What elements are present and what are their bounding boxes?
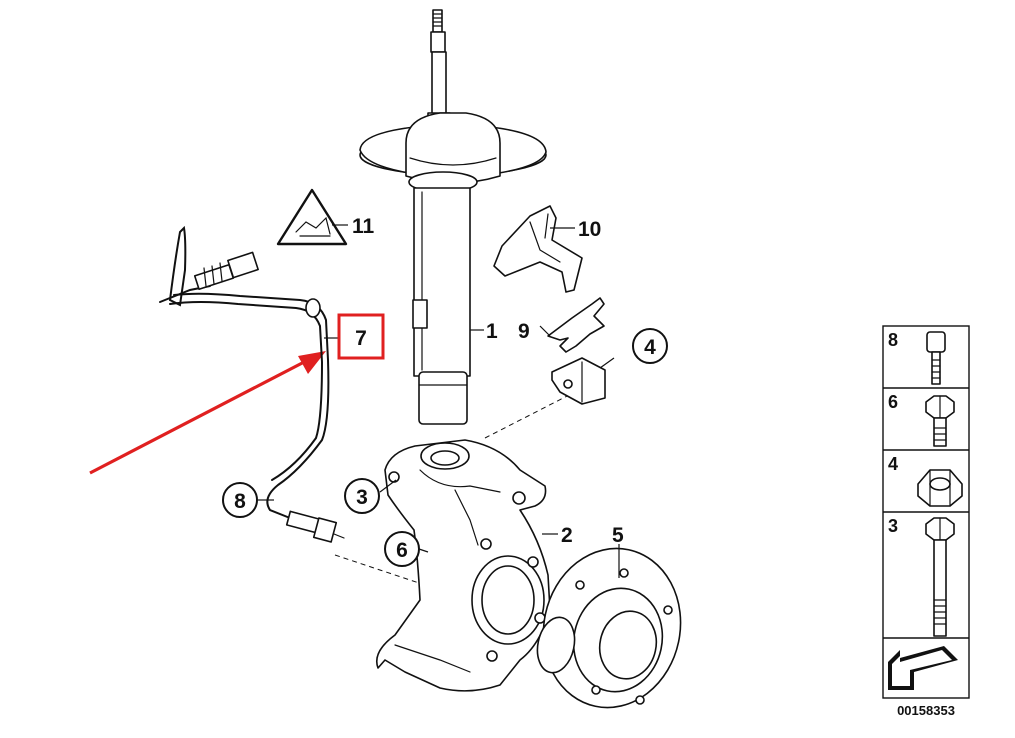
- callout-7-highlight-box: [337, 313, 385, 360]
- warning-label-triangle: [276, 188, 348, 246]
- clip-part-9: [547, 297, 605, 353]
- bracket-part-10: [493, 205, 583, 293]
- wheel-speed-sensor-cable: [159, 225, 345, 543]
- callout-8: 8: [234, 490, 246, 513]
- callout-9: 9: [518, 320, 530, 343]
- leader-lines: [258, 224, 620, 578]
- legend-label-6: 6: [888, 392, 898, 412]
- legend-label-8: 8: [888, 330, 898, 350]
- legend-label-3: 3: [888, 516, 898, 536]
- callout-5: 5: [612, 524, 624, 547]
- callout-7: 7: [355, 327, 367, 350]
- mounting-plate: [551, 357, 606, 405]
- callout-3: 3: [356, 486, 368, 509]
- hex-bolt-long-icon: [925, 517, 955, 637]
- legend-label-4: 4: [888, 454, 898, 474]
- strut-assembly: [359, 9, 547, 425]
- callout-4: 4: [644, 336, 656, 359]
- socket-head-screw-icon: [926, 331, 946, 385]
- assembly-lines: [334, 391, 576, 586]
- diagram-code: 00158353: [897, 703, 955, 718]
- callout-10: 10: [578, 218, 601, 241]
- hex-bolt-short-icon: [925, 395, 955, 447]
- callout-6: 6: [396, 539, 408, 562]
- callout-labels: 1 2 3 4 5 6 7 8 9 10 11: [222, 215, 668, 567]
- wheel-hub: [536, 547, 682, 709]
- callout-11: 11: [352, 215, 375, 238]
- fastener-legend: 8 6 4 3: [882, 325, 970, 718]
- callout-1: 1: [486, 320, 498, 343]
- hex-flange-nut-icon: [917, 469, 963, 507]
- callout-2: 2: [561, 524, 573, 547]
- red-pointer-arrow: [89, 351, 326, 475]
- steering-knuckle: [376, 439, 551, 692]
- direction-arrow-icon: [888, 646, 958, 690]
